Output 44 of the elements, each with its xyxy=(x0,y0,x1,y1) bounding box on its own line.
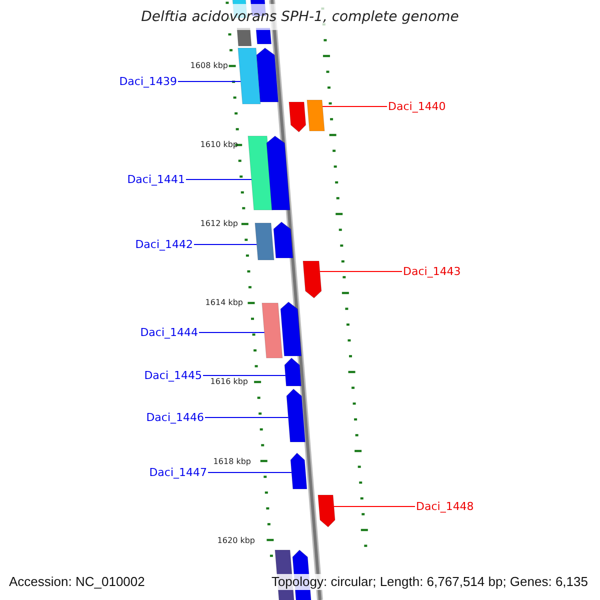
gene-feature xyxy=(284,358,302,386)
gene-label: Daci_1443 xyxy=(403,265,461,278)
gene-bar xyxy=(306,100,325,132)
leader-line xyxy=(178,81,242,82)
footer-text: Accession: NC_010002 xyxy=(7,574,147,590)
leader-line xyxy=(198,332,265,333)
gene-label: Daci_1441 xyxy=(127,173,185,186)
leader-line xyxy=(186,179,252,180)
gene-bar xyxy=(262,302,283,358)
gene-label: Daci_1444 xyxy=(140,326,198,339)
gene-feature xyxy=(288,102,306,132)
title: Delftia acidovorans SPH-1, complete genome xyxy=(140,9,460,25)
scale-label: 1618 kbp xyxy=(213,457,251,467)
scale-label: 1610 kbp xyxy=(200,140,238,150)
scale-label: 1614 kbp xyxy=(205,298,243,308)
gene-label: Daci_1440 xyxy=(388,100,446,113)
gene-label: Daci_1445 xyxy=(144,369,202,382)
scale-label: 1620 kbp xyxy=(217,536,255,546)
leader-line xyxy=(208,472,292,473)
gene-label: Daci_1447 xyxy=(149,466,207,479)
scale-label: 1616 kbp xyxy=(210,377,248,387)
gene-label: Daci_1439 xyxy=(119,75,177,88)
leader-line xyxy=(204,417,289,418)
scale-label: 1612 kbp xyxy=(200,219,238,229)
leader-line xyxy=(322,106,388,107)
gene-bar xyxy=(248,136,274,210)
gene-bar xyxy=(254,222,274,260)
footer-text: Topology: circular; Length: 6,767,514 bp; Genes: 6,135 xyxy=(269,574,590,590)
scale-label: 1608 kbp xyxy=(190,61,228,71)
gene-feature xyxy=(266,136,290,210)
leader-line xyxy=(194,244,258,245)
leader-line xyxy=(333,506,416,507)
gene-label: Daci_1442 xyxy=(135,238,193,251)
leader-line xyxy=(202,375,286,376)
gene-feature xyxy=(290,452,308,490)
gene-label: Daci_1446 xyxy=(146,411,204,424)
gene-feature xyxy=(273,222,294,258)
gene-label: Daci_1448 xyxy=(416,500,474,513)
gene-feature xyxy=(318,494,336,528)
gene-bar xyxy=(238,48,261,104)
gene-feature xyxy=(302,260,322,298)
leader-line xyxy=(319,271,402,272)
gene-feature xyxy=(256,48,279,102)
gene-feature xyxy=(286,388,306,442)
